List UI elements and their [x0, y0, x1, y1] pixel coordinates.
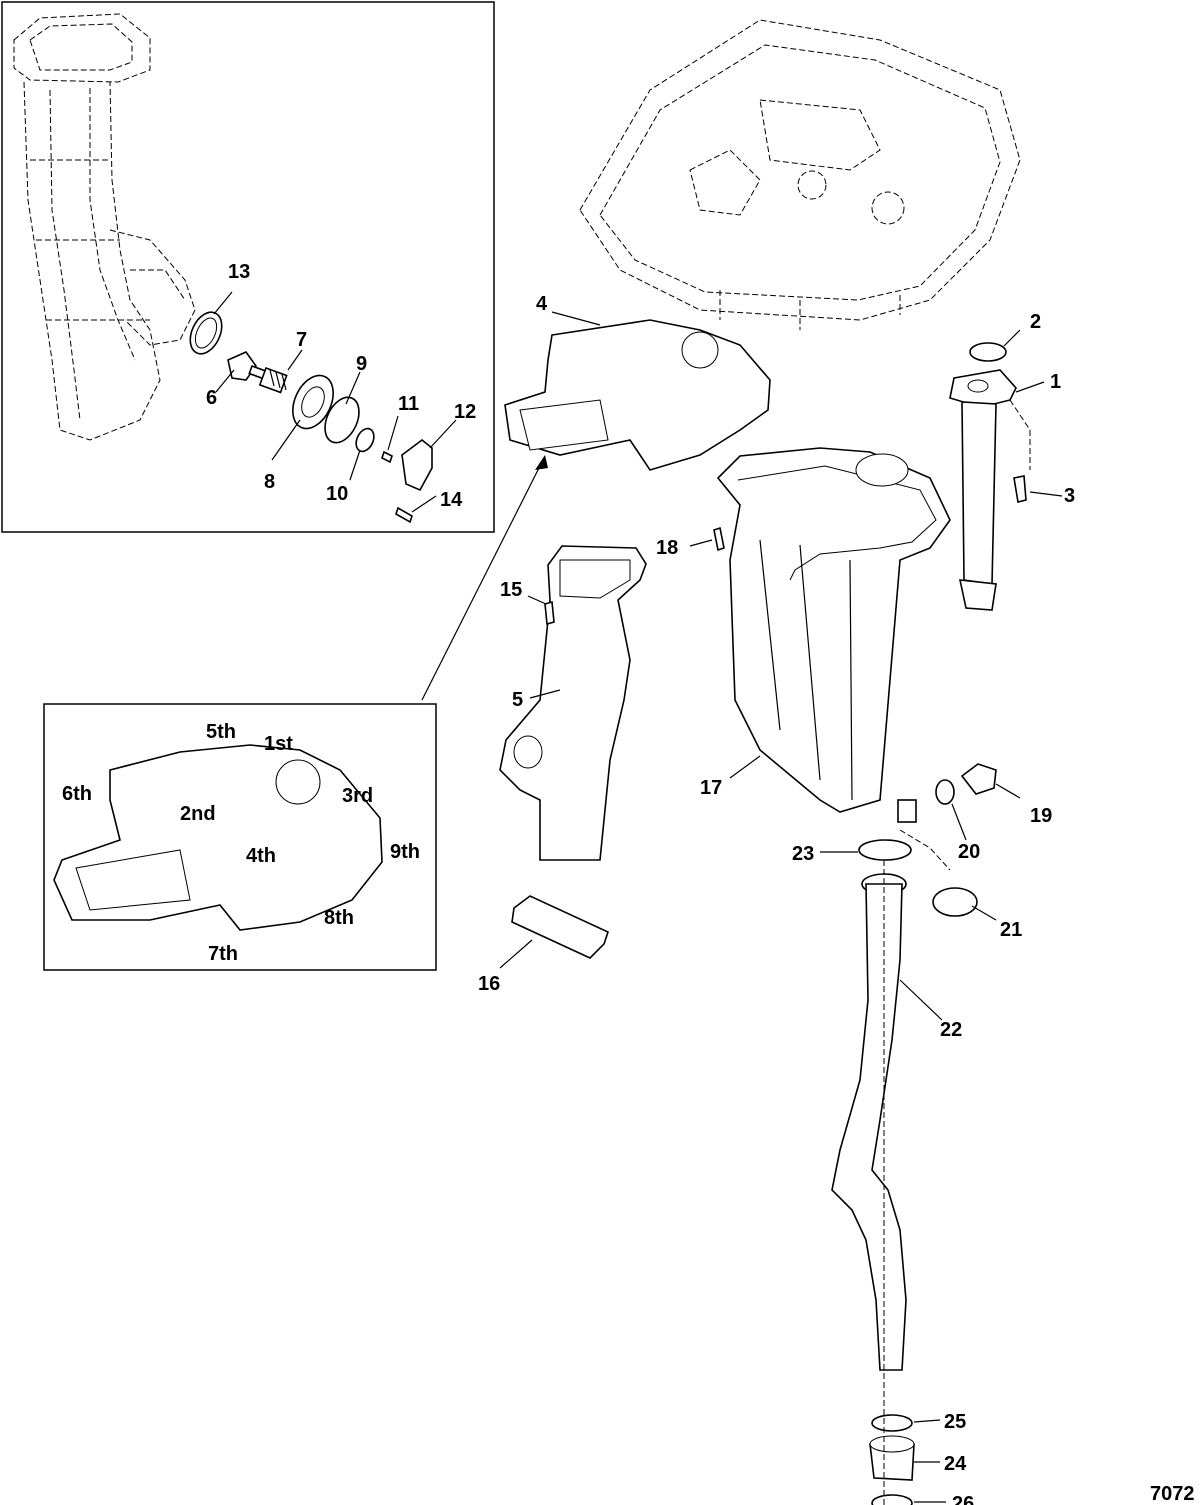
seq-2nd: 2nd	[180, 803, 216, 825]
callout-7: 7	[296, 329, 307, 351]
callout-22: 22	[940, 1019, 962, 1041]
seq-1st: 1st	[264, 733, 293, 755]
seq-8th: 8th	[324, 907, 354, 929]
sequence-labels: 1st 2nd 3rd 4th 5th 6th 7th 8th 9th	[62, 721, 420, 965]
drain-fitting	[897, 799, 917, 823]
leader-lines	[213, 291, 1063, 1503]
o-ring-2	[969, 342, 1007, 362]
callout-16: 16	[478, 973, 500, 995]
callout-15: 15	[500, 579, 522, 601]
seq-3rd: 3rd	[342, 785, 373, 807]
screw-11	[381, 450, 393, 464]
exhaust-tube-5	[499, 545, 647, 959]
inset-water-pump-detail	[1, 1, 495, 533]
bolt-3	[1013, 475, 1027, 503]
screw-14	[395, 506, 413, 524]
seq-9th: 9th	[390, 841, 420, 863]
bolt-15	[544, 600, 555, 626]
o-ring-25	[871, 1414, 913, 1432]
adapter-plate-phantom	[579, 19, 1021, 330]
callout-24: 24	[944, 1453, 967, 1475]
callout-12: 12	[454, 401, 476, 423]
seq-5th: 5th	[206, 721, 236, 743]
oil-pan-17	[716, 447, 951, 823]
callout-11: 11	[398, 393, 419, 415]
callout-21: 21	[1000, 919, 1022, 941]
seq-6th: 6th	[62, 783, 92, 805]
seq-4th: 4th	[246, 845, 276, 867]
o-ring-23	[858, 839, 912, 861]
bracket-12	[401, 438, 433, 492]
callout-20: 20	[958, 841, 980, 863]
spring-7	[258, 366, 288, 394]
tube-1	[949, 342, 1027, 611]
callout-13: 13	[228, 261, 250, 283]
callout-1: 1	[1050, 371, 1061, 393]
callout-8: 8	[264, 471, 275, 493]
callout-19: 19	[1030, 805, 1052, 827]
water-tube-22	[831, 860, 915, 1505]
arrow-head	[535, 455, 548, 470]
callout-14: 14	[440, 489, 463, 511]
seal-21	[932, 887, 978, 917]
shaft-6	[227, 351, 270, 381]
seal-16	[511, 895, 609, 959]
callout-4: 4	[536, 293, 548, 315]
callout-9: 9	[356, 353, 367, 375]
seq-7th: 7th	[208, 943, 238, 965]
plug-19	[960, 763, 997, 795]
figure-number: 7072	[1150, 1483, 1195, 1505]
callout-2: 2	[1030, 311, 1041, 333]
o-ring-26	[871, 1494, 913, 1505]
callout-26: 26	[952, 1493, 974, 1505]
callout-25: 25	[944, 1411, 966, 1433]
callout-10: 10	[326, 483, 348, 505]
callout-5: 5	[512, 689, 523, 711]
washer-20	[935, 779, 955, 805]
diaphragm-9	[324, 396, 360, 444]
inset-gasket-sequence	[43, 703, 437, 971]
seal-10	[355, 427, 375, 453]
gasket-4	[504, 319, 771, 471]
callout-3: 3	[1064, 485, 1075, 507]
exhaust-tube-phantom	[13, 13, 196, 441]
callout-23: 23	[792, 843, 814, 865]
callout-17: 17	[700, 777, 722, 799]
callout-6: 6	[206, 387, 217, 409]
bolt-18	[713, 526, 725, 552]
callout-labels: 2 1 3 4 5 6 7 8 9 10 11 12 13 14 15 16 1…	[206, 261, 1075, 1505]
callout-18: 18	[656, 537, 678, 559]
